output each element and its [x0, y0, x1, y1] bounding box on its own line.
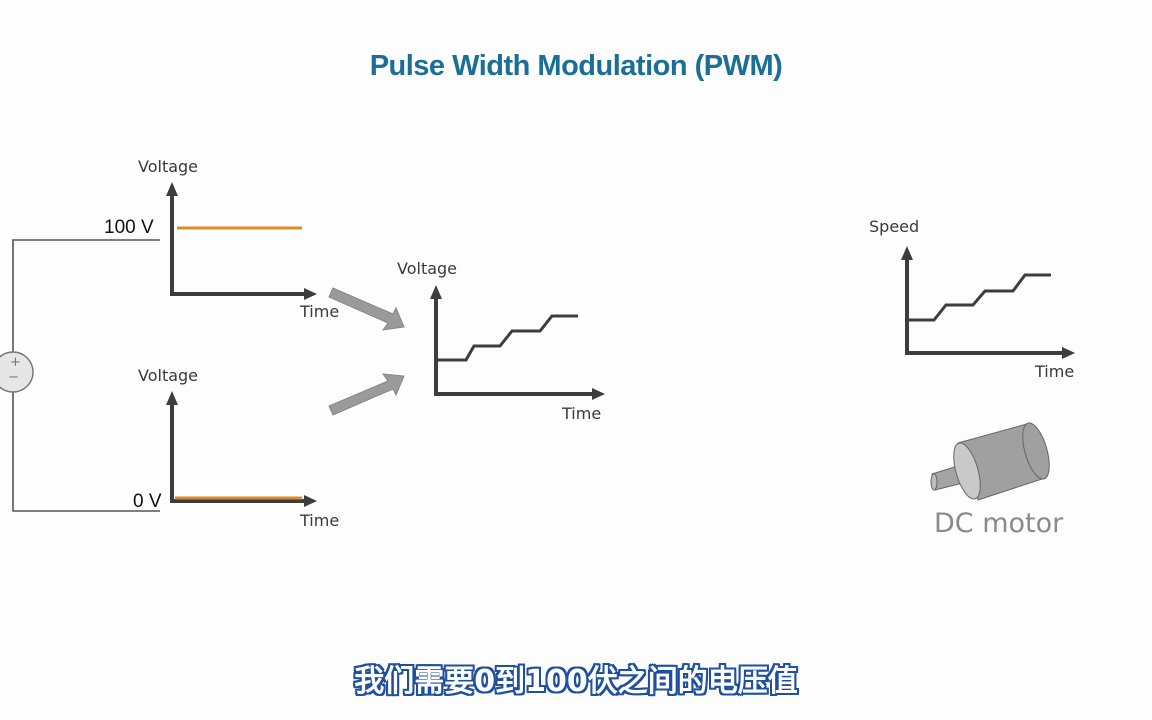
dc-motor-label: DC motor — [934, 508, 1064, 539]
speed-graph-axes — [901, 246, 1075, 359]
bottom-graph-xlabel: Time — [300, 511, 340, 530]
speed-graph-staircase — [907, 273, 1051, 322]
top-graph-axes — [166, 182, 317, 300]
output-graph-ylabel: Voltage — [397, 259, 458, 278]
level-0v-label: 0 V — [133, 491, 162, 512]
source-minus: − — [8, 370, 19, 385]
speed-graph-ylabel: Speed — [869, 217, 920, 236]
circuit-wire — [12, 239, 160, 512]
top-graph-xlabel: Time — [300, 302, 340, 321]
bottom-graph-ylabel: Voltage — [138, 366, 199, 385]
bottom-graph-axes — [166, 391, 317, 507]
dc-motor-icon — [930, 422, 1050, 501]
voltage-source-icon — [0, 351, 34, 393]
speed-graph-xlabel: Time — [1035, 362, 1075, 381]
output-graph-xlabel: Time — [562, 404, 602, 423]
output-graph-staircase — [436, 314, 578, 362]
page-title: Pulse Width Modulation (PWM) — [369, 50, 783, 82]
merge-arrow-top-icon — [328, 287, 405, 331]
merge-arrow-bottom-icon — [328, 373, 405, 416]
source-plus: + — [10, 355, 21, 370]
level-100v-label: 100 V — [104, 217, 154, 238]
output-graph-axes — [430, 285, 605, 400]
video-subtitle: 我们需要0到100伏之间的电压值 — [354, 664, 798, 699]
top-graph-ylabel: Voltage — [138, 157, 199, 176]
